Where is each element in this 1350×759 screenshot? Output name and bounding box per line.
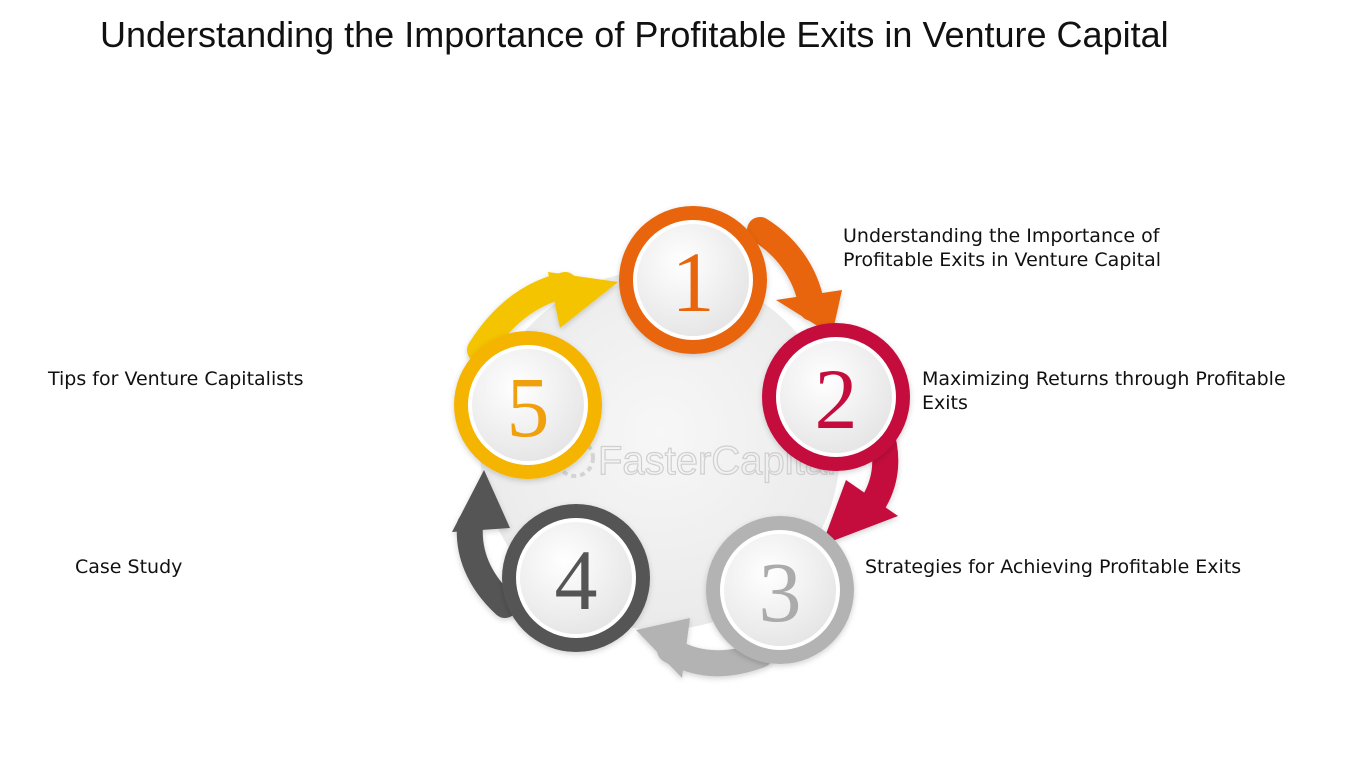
step-1-disc bbox=[633, 220, 753, 340]
step-2-number: 2 bbox=[815, 351, 858, 447]
step-2-label-line-2: Exits bbox=[922, 392, 968, 414]
step-5-circle: 5 bbox=[454, 331, 602, 479]
step-5-label-line-1: Tips for Venture Capitalists bbox=[48, 368, 304, 390]
step-4-circle: 4 bbox=[502, 504, 650, 652]
step-5-disc bbox=[468, 345, 588, 465]
step-1-label-line-1: Understanding the Importance of bbox=[843, 225, 1160, 247]
step-4-label: Case Study bbox=[75, 555, 375, 579]
arrow-5-to-1 bbox=[467, 272, 618, 363]
step-3-disc bbox=[720, 530, 840, 650]
step-3-number: 3 bbox=[759, 544, 802, 640]
step-circles: 1 2 3 45 bbox=[454, 206, 910, 664]
step-1-label-line-2: Profitable Exits in Venture Capital bbox=[843, 249, 1162, 271]
step-2-label: Maximizing Returns through Profitable Ex… bbox=[922, 367, 1302, 415]
step-2-circle: 2 bbox=[762, 323, 910, 471]
step-1-number: 1 bbox=[672, 234, 715, 330]
step-1-label: Understanding the Importance of Profitab… bbox=[843, 224, 1183, 272]
arrow-3-to-4 bbox=[636, 618, 773, 678]
arrow-4-to-5 bbox=[452, 470, 518, 618]
step-5-label: Tips for Venture Capitalists bbox=[48, 367, 388, 391]
step-3-label: Strategies for Achieving Profitable Exit… bbox=[865, 555, 1285, 579]
step-3-circle: 3 bbox=[706, 516, 854, 664]
step-4-disc bbox=[516, 518, 636, 638]
step-4-number: 4 bbox=[555, 532, 598, 628]
step-2-disc bbox=[776, 337, 896, 457]
step-3-label-line-1: Strategies for Achieving Profitable Exit… bbox=[865, 556, 1242, 578]
step-5-number: 5 bbox=[507, 359, 550, 455]
step-1-circle: 1 bbox=[619, 206, 767, 354]
page-title: Understanding the Importance of Profitab… bbox=[100, 14, 1169, 55]
step-4-label-line-1: Case Study bbox=[75, 556, 183, 578]
step-2-label-line-1: Maximizing Returns through Profitable bbox=[922, 368, 1286, 390]
